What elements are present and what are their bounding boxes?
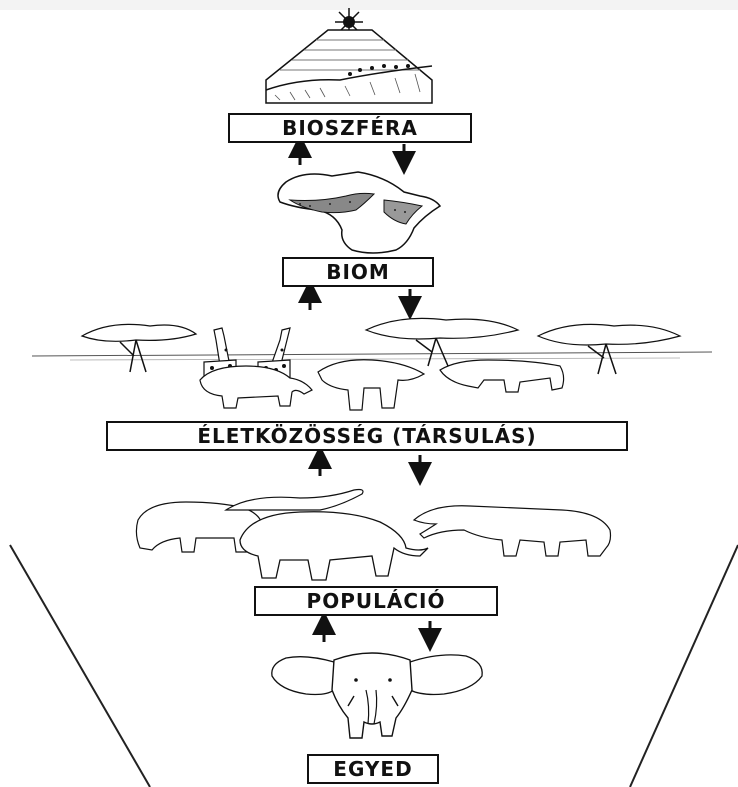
funnel-left-line [9, 544, 151, 787]
acacia-tree-icon [80, 323, 198, 373]
elephant-icon [412, 505, 612, 557]
label-individual: EGYED [307, 754, 439, 784]
africa-map-icon [277, 171, 442, 254]
funnel-right-line [629, 544, 738, 787]
label-community: ÉLETKÖZÖSSÉG (TÁRSULÁS) [106, 421, 628, 451]
label-population: POPULÁCIÓ [254, 586, 498, 616]
label-biome: BIOM [282, 257, 434, 287]
elephant-icon [199, 365, 313, 409]
elephant-icon [271, 652, 483, 739]
top-band [0, 0, 738, 10]
label-biosphere: BIOSZFÉRA [228, 113, 472, 143]
acacia-tree-icon [536, 323, 682, 375]
savanna-scene-icon [31, 317, 713, 411]
elephant-icon [439, 359, 565, 393]
sun-icon [335, 8, 363, 36]
elephant-icon [317, 359, 426, 411]
acacia-tree-icon [364, 317, 520, 367]
earth-cross-section-icon [265, 29, 433, 104]
elephant-icon [224, 488, 429, 581]
